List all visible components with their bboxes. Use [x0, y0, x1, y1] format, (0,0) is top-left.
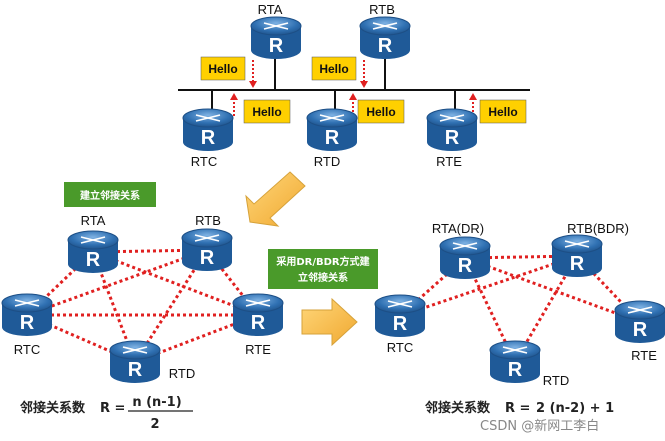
hello-arrowhead-rtd: [349, 93, 357, 100]
router-glyph: R: [378, 35, 393, 57]
router-glyph: R: [325, 127, 340, 149]
formula-dr-bdr: 邻接关系数 R = 2 (n-2) + 1: [424, 400, 614, 416]
router-glyph: R: [570, 253, 585, 275]
hello-arrowhead-rtc: [230, 93, 238, 100]
svg-text:Hello: Hello: [488, 105, 517, 119]
mesh-link-rtb-rtc: [26, 248, 208, 317]
router-icon-mesh-rtc: R: [1, 293, 53, 336]
router-glyph: R: [86, 249, 101, 271]
svg-text:Hello: Hello: [366, 105, 395, 119]
router-icon-mesh-rte: R: [232, 293, 284, 336]
svg-text:Hello: Hello: [208, 62, 237, 76]
dr-link-rta-rte: [464, 256, 641, 324]
svg-text:R =: R =: [100, 401, 125, 416]
router-icon-top-rte: R: [426, 108, 478, 151]
router-icon-mesh-rtd: R: [109, 340, 161, 383]
label-mesh-rte: RTE: [245, 342, 271, 357]
label-dr-rtc: RTC: [387, 340, 413, 355]
router-glyph: R: [128, 359, 143, 381]
label-mesh-rtc: RTC: [14, 342, 40, 357]
router-icon-mesh-rtb: R: [181, 228, 233, 271]
router-glyph: R: [269, 35, 284, 57]
svg-text:立邻接关系: 立邻接关系: [298, 271, 348, 284]
hello-box-rtb: Hello: [311, 56, 357, 81]
router-glyph: R: [458, 255, 473, 277]
label-dr-rta: RTA(DR): [432, 221, 484, 236]
router-glyph: R: [200, 247, 215, 269]
routers-layer: R R R R R R R R R R R R R R R: [1, 16, 665, 383]
router-icon-mesh-rta: R: [67, 230, 119, 273]
svg-text:2: 2: [150, 417, 159, 432]
label-mesh-rtd: RTD: [169, 366, 195, 381]
dr-link-rtb-rtc: [399, 254, 578, 318]
svg-text:Hello: Hello: [319, 62, 348, 76]
router-icon-top-rtb: R: [359, 16, 411, 59]
transition-arrow-right: [301, 297, 358, 347]
svg-text:2 (n-2) + 1: 2 (n-2) + 1: [536, 401, 614, 416]
label-mesh-rta: RTA: [81, 213, 106, 228]
svg-text:Hello: Hello: [252, 105, 281, 119]
label-top-rtb: RTB: [369, 2, 395, 17]
router-icon-top-rtd: R: [306, 108, 358, 151]
router-icon-top-rtc: R: [182, 108, 234, 151]
router-glyph: R: [251, 312, 266, 334]
label-top-rta: RTA: [258, 2, 283, 17]
router-glyph: R: [393, 313, 408, 335]
svg-text:建立邻接关系: 建立邻接关系: [79, 189, 140, 202]
label-top-rtd: RTD: [314, 154, 340, 169]
router-glyph: R: [508, 359, 523, 381]
router-glyph: R: [201, 127, 216, 149]
hello-box-rtd: Hello: [357, 99, 405, 124]
svg-text:邻接关系数: 邻接关系数: [19, 400, 86, 416]
hello-arrowhead-rtb: [360, 81, 368, 88]
hello-box-rta: Hello: [200, 56, 246, 81]
label-top-rte: RTE: [436, 154, 462, 169]
transition-arrow-down: [245, 171, 306, 227]
svg-text:R =: R =: [505, 401, 530, 416]
router-icon-dr-rtc: R: [374, 294, 426, 337]
hello-arrowhead-rta: [249, 81, 257, 88]
caption-dr-bdr: 采用DR/BDR方式建 立邻接关系: [268, 249, 378, 289]
caption-full-mesh: 建立邻接关系: [64, 182, 156, 207]
router-icon-dr-rtb: R: [551, 234, 603, 277]
label-dr-rtd: RTD: [543, 373, 569, 388]
router-glyph: R: [633, 319, 648, 341]
broadcast-segment: Hello Hello Hello Hello Hello RTA R: [178, 2, 530, 169]
svg-text:采用DR/BDR方式建: 采用DR/BDR方式建: [275, 255, 370, 268]
hello-box-rte: Hello: [479, 99, 527, 124]
router-glyph: R: [445, 127, 460, 149]
svg-text:n (n-1): n (n-1): [132, 395, 181, 410]
hello-box-rtc: Hello: [243, 99, 291, 124]
router-icon-dr-rta: R: [439, 236, 491, 279]
router-glyph: R: [20, 312, 35, 334]
label-dr-rtb: RTB(BDR): [567, 221, 629, 236]
router-icon-top-rta: R: [250, 16, 302, 59]
watermark: CSDN @新网工李白: [480, 418, 599, 434]
formula-full-mesh: 邻接关系数 R = n (n-1) 2: [19, 395, 193, 432]
label-mesh-rtb: RTB: [195, 213, 221, 228]
hello-arrowhead-rte: [469, 93, 477, 100]
router-icon-dr-rte: R: [614, 300, 665, 343]
label-dr-rte: RTE: [631, 348, 657, 363]
label-top-rtc: RTC: [191, 154, 217, 169]
router-icon-dr-rtd: R: [489, 340, 541, 383]
svg-text:邻接关系数: 邻接关系数: [424, 400, 491, 416]
